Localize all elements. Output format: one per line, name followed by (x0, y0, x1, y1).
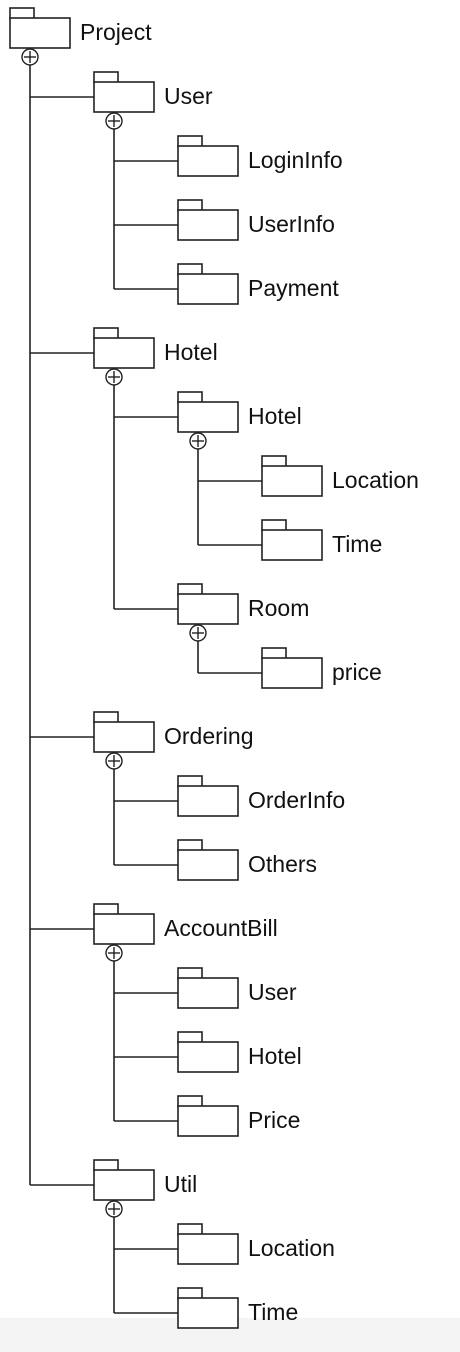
package-price: price (198, 647, 382, 689)
package-orderinfo: OrderInfo (114, 775, 345, 817)
package-logininfo: LoginInfo (114, 135, 343, 177)
package-icon (177, 401, 239, 433)
package-others: Others (114, 839, 317, 881)
package-label: Hotel (248, 403, 302, 429)
package-icon (177, 273, 239, 305)
package-icon (177, 1105, 239, 1137)
package-userinfo: UserInfo (114, 199, 335, 241)
package-label: Payment (248, 275, 339, 301)
package-label: Util (164, 1171, 197, 1197)
package-hotel: Hotel (30, 327, 218, 609)
package-label: Ordering (164, 723, 253, 749)
package-icon (93, 1169, 155, 1201)
package-label: User (248, 979, 297, 1005)
package-hotel: Hotel (114, 1031, 302, 1073)
package-icon (177, 785, 239, 817)
package-label: Location (248, 1235, 335, 1261)
package-util: Util (30, 1159, 197, 1313)
package-user: User (30, 71, 213, 289)
package-icon (177, 977, 239, 1009)
expand-toggle[interactable] (105, 944, 123, 962)
package-label: User (164, 83, 213, 109)
package-icon (261, 657, 323, 689)
package-label: Location (332, 467, 419, 493)
package-hotel: Hotel (114, 391, 302, 545)
expand-toggle[interactable] (189, 432, 207, 450)
package-label: OrderInfo (248, 787, 345, 813)
package-label: Room (248, 595, 309, 621)
package-icon (9, 17, 71, 49)
package-time: Time (114, 1287, 298, 1329)
package-room: Room (114, 583, 309, 673)
package-time: Time (198, 519, 382, 561)
package-icon (93, 81, 155, 113)
package-ordering: Ordering (30, 711, 253, 865)
expand-toggle[interactable] (105, 368, 123, 386)
expand-toggle[interactable] (21, 48, 39, 66)
package-icon (93, 721, 155, 753)
package-location: Location (114, 1223, 335, 1265)
package-price: Price (114, 1095, 300, 1137)
package-label: LoginInfo (248, 147, 343, 173)
package-project: Project (9, 7, 152, 1185)
package-label: Hotel (164, 339, 218, 365)
package-icon (177, 1233, 239, 1265)
package-label: Time (332, 531, 382, 557)
package-icon (93, 337, 155, 369)
package-icon (177, 849, 239, 881)
package-user: User (114, 967, 297, 1009)
package-label: UserInfo (248, 211, 335, 237)
package-label: Others (248, 851, 317, 877)
package-icon (177, 1297, 239, 1329)
expand-toggle[interactable] (105, 752, 123, 770)
expand-toggle[interactable] (189, 624, 207, 642)
package-label: Time (248, 1299, 298, 1325)
package-icon (93, 913, 155, 945)
package-label: Price (248, 1107, 300, 1133)
package-icon (177, 209, 239, 241)
package-icon (177, 145, 239, 177)
package-icon (261, 529, 323, 561)
package-label: AccountBill (164, 915, 278, 941)
package-location: Location (198, 455, 419, 497)
package-icon (177, 593, 239, 625)
package-payment: Payment (114, 263, 339, 305)
expand-toggle[interactable] (105, 112, 123, 130)
package-label: Project (80, 19, 152, 45)
package-accountbill: AccountBill (30, 903, 278, 1121)
package-icon (177, 1041, 239, 1073)
expand-toggle[interactable] (105, 1200, 123, 1218)
package-label: Hotel (248, 1043, 302, 1069)
package-label: price (332, 659, 382, 685)
package-icon (261, 465, 323, 497)
